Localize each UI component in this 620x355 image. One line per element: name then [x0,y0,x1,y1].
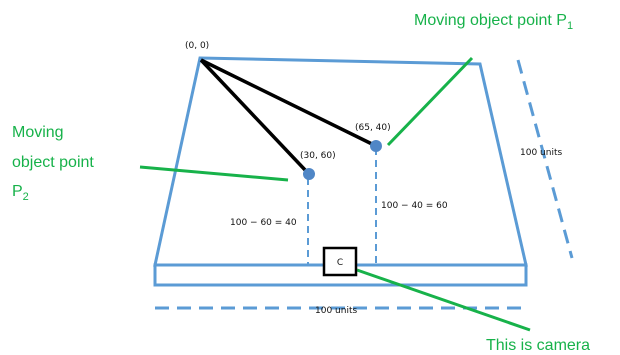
callout-line-p1 [386,56,474,147]
callout-p2-line1: Moving [12,124,64,141]
callout-camera-text: This is camera [486,337,590,354]
width-units-label: 100 units [315,306,357,316]
depth-dimension-line [516,59,574,259]
camera-letter: C [337,258,343,268]
p1-coord-label: (65, 40) [355,123,391,133]
table-top-outline [153,56,528,267]
vector-to-p1 [200,58,375,147]
callout-p2-line2: object point [12,154,94,171]
callout-p1-text: Moving object point P1 [414,12,573,32]
p2-distance-label: 100 − 60 = 40 [230,218,297,228]
callout-p2-subscript: 2 [23,191,29,203]
origin-label: (0, 0) [185,41,209,51]
point-p1 [370,140,382,152]
vector-to-p2 [199,58,309,174]
object-vectors [199,58,375,174]
callout-line-p2 [139,165,289,182]
camera-box [322,246,358,277]
callout-p1-subscript: 1 [567,20,573,32]
callout-line-camera [356,268,531,332]
p1-distance-label: 100 − 40 = 60 [381,201,448,211]
callout-p2-main: P [12,183,23,200]
callout-lines [139,56,531,332]
depth-units-label: 100 units [520,148,562,158]
callout-p1-main: Moving object point P [414,12,567,29]
callout-p2-line3: P2 [12,183,29,203]
point-p2 [303,168,315,180]
p2-coord-label: (30, 60) [300,151,336,161]
